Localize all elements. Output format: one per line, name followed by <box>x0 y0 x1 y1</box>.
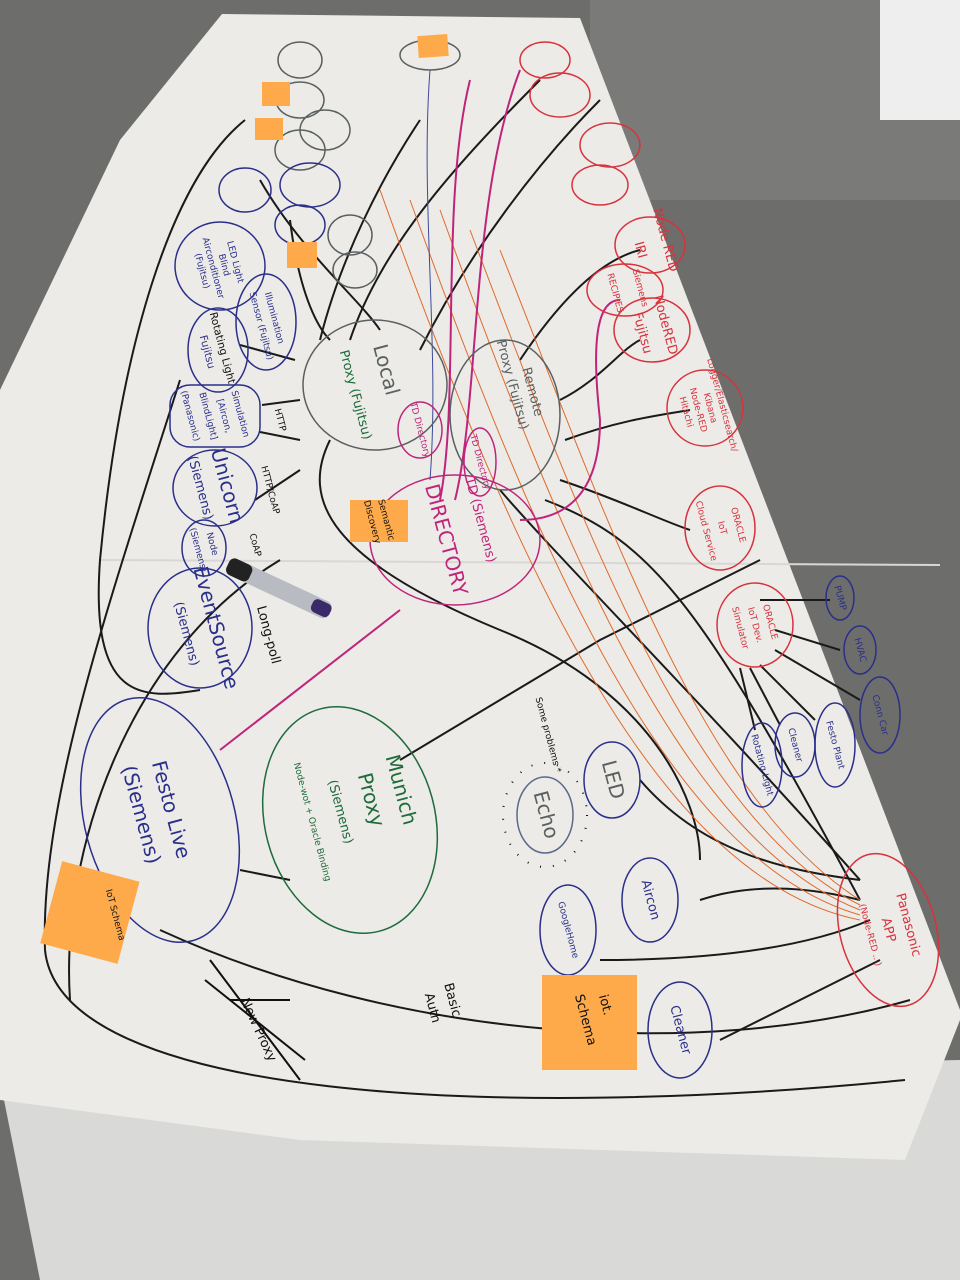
blue-connection-lines <box>426 69 434 481</box>
top-nodes <box>218 39 641 289</box>
orange-connection-lines <box>379 189 861 921</box>
marker-pen <box>226 558 332 619</box>
svg-text:IRI: IRI <box>631 240 650 260</box>
svg-text:iot.: iot. <box>595 993 615 1017</box>
connection-lines <box>43 79 911 1099</box>
sticky-semantic-discovery: Semantic Discovery <box>350 498 408 546</box>
svg-text:IoT: IoT <box>715 520 728 536</box>
sticky-iot-schema-right: iot. Schema <box>542 975 637 1070</box>
curtain <box>880 0 960 120</box>
node-echo: Echo <box>502 762 588 868</box>
magenta-connection-lines <box>219 69 621 751</box>
svg-text:APP: APP <box>878 916 899 944</box>
sticky-notes <box>255 33 449 268</box>
paper-sheet <box>0 14 960 1160</box>
sticky-iot-schema-left: IoT Schema <box>40 861 140 964</box>
